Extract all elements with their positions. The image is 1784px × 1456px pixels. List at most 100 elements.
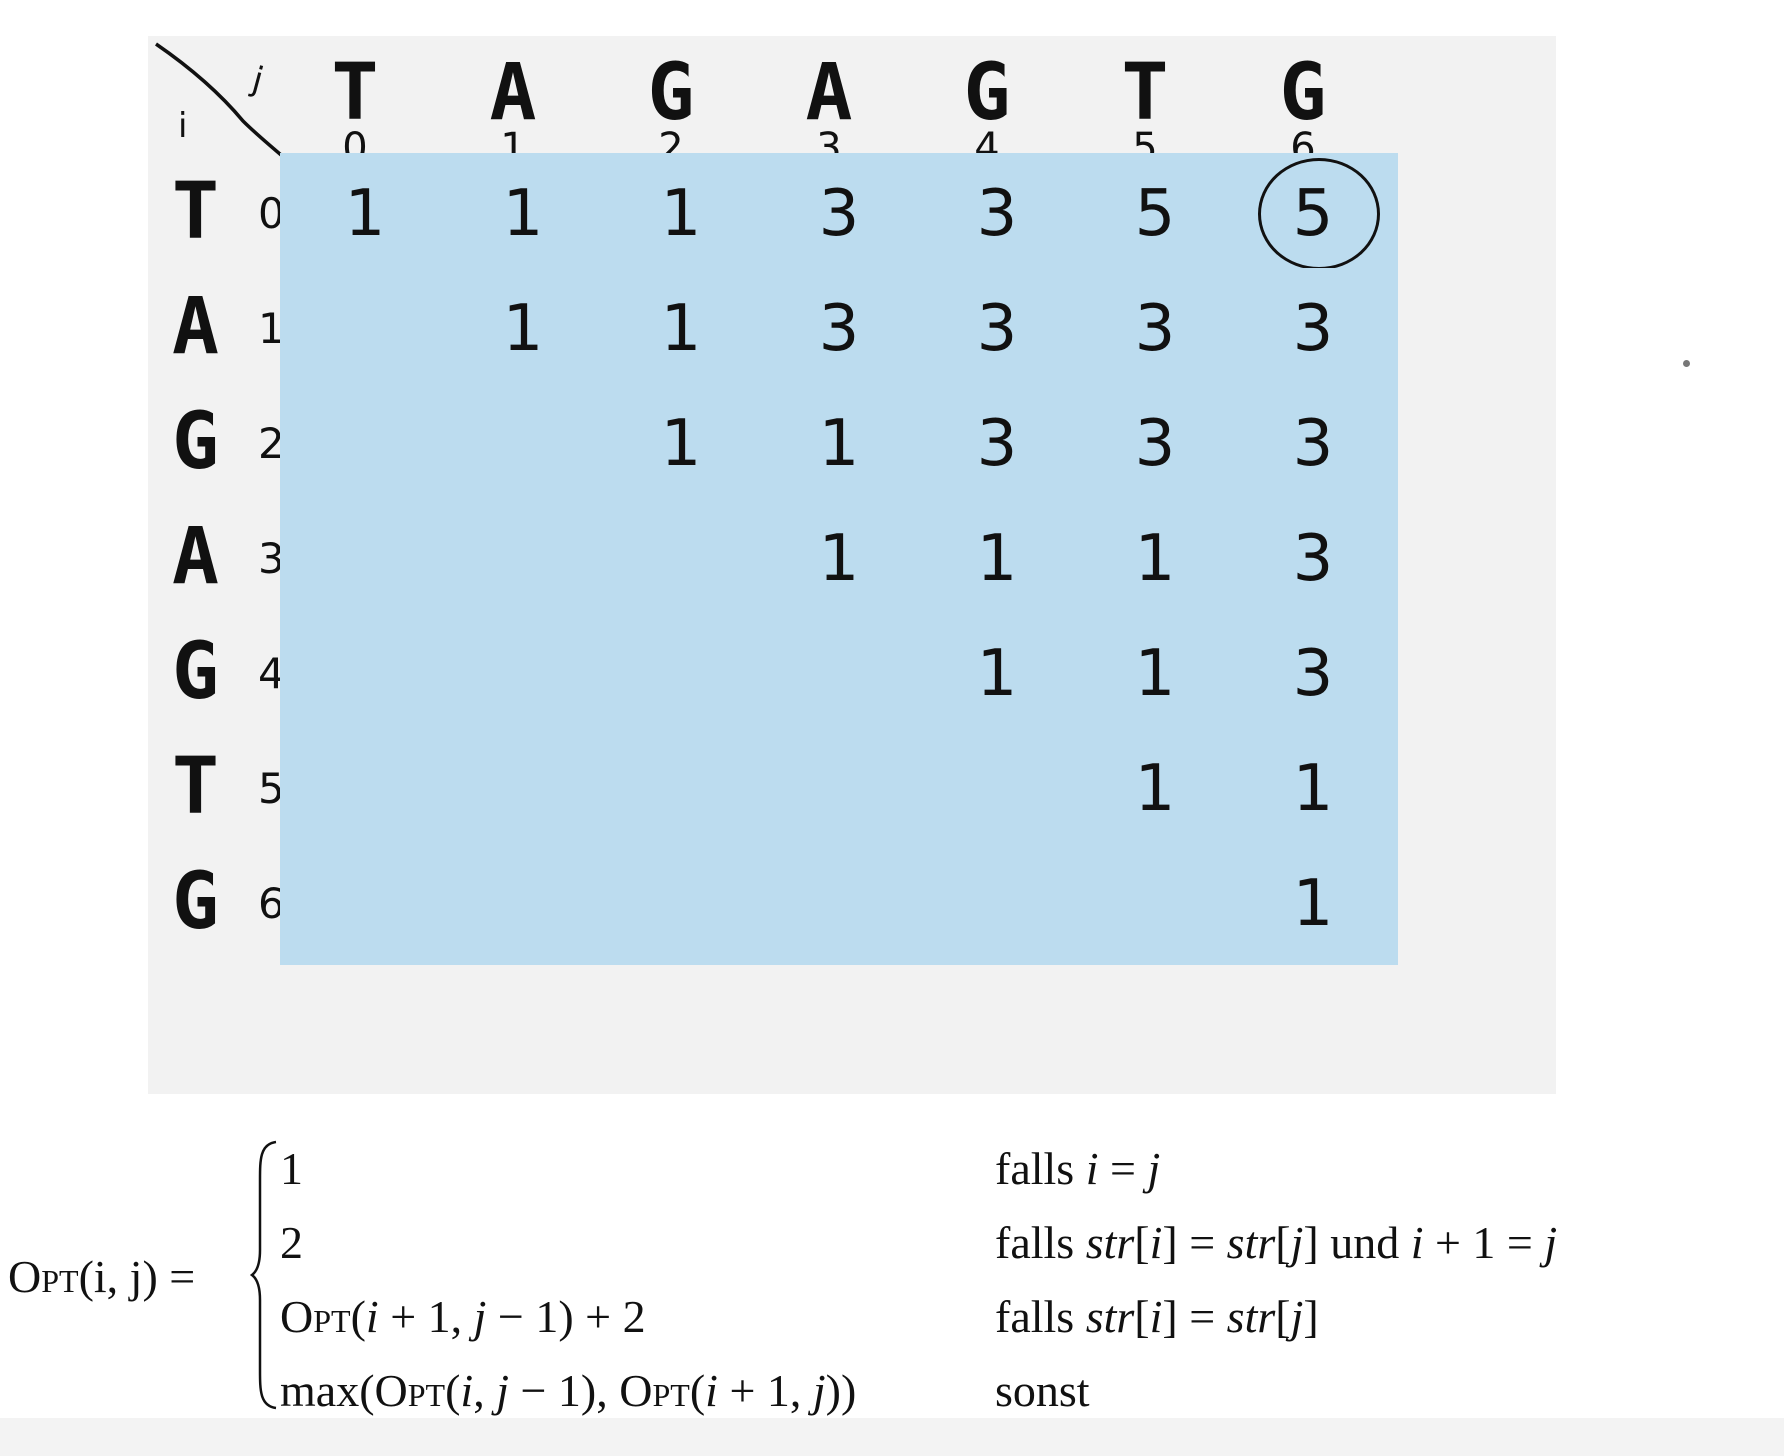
table-cell: 3 — [912, 268, 1082, 390]
table-cell: 1 — [912, 498, 1082, 620]
cell-value: 1 — [1134, 522, 1176, 596]
formula-lhs-args: (i, j) = — [78, 1251, 196, 1302]
row-axis-label: i — [178, 106, 188, 146]
cell-value: 3 — [1292, 407, 1334, 481]
formula-brace — [250, 1140, 277, 1410]
table-cell — [280, 613, 450, 735]
cell-value: 3 — [818, 177, 860, 251]
row-letter: G — [172, 397, 219, 487]
table-cell: 5 — [1228, 153, 1398, 275]
stray-dot — [1683, 360, 1690, 367]
table-cell — [280, 498, 450, 620]
table-cell: 1 — [1228, 728, 1398, 850]
table-cell — [596, 843, 766, 965]
table-cell: 1 — [1070, 728, 1240, 850]
table-cell — [912, 843, 1082, 965]
cell-value: 3 — [1292, 637, 1334, 711]
table-cell: 1 — [1070, 613, 1240, 735]
table-cell: 1 — [596, 268, 766, 390]
cell-value: 1 — [1292, 752, 1334, 826]
cell-value: 1 — [976, 637, 1018, 711]
table-cell: 1 — [1228, 843, 1398, 965]
table-cell: 3 — [912, 153, 1082, 275]
formula-case-value: Opt(i + 1, j − 1) + 2 — [280, 1291, 646, 1342]
cell-value: 1 — [1134, 752, 1176, 826]
table-cell — [280, 843, 450, 965]
table-cell: 5 — [1070, 153, 1240, 275]
column-letter: G — [963, 48, 1011, 138]
table-cell: 1 — [596, 383, 766, 505]
formula-case-condition: sonst — [995, 1365, 1090, 1416]
cell-value: 3 — [1134, 407, 1176, 481]
table-cell — [438, 728, 608, 850]
table-cell: 3 — [1228, 613, 1398, 735]
table-cell: 3 — [1228, 498, 1398, 620]
cell-value: 1 — [818, 407, 860, 481]
cell-value: 1 — [660, 292, 702, 366]
formula-opt-name: Opt — [8, 1251, 79, 1302]
table-cell — [754, 613, 924, 735]
cell-value: 1 — [660, 407, 702, 481]
cell-value: 1 — [344, 177, 386, 251]
table-cell: 1 — [438, 153, 608, 275]
formula-case-condition: falls i = j — [995, 1143, 1161, 1194]
cell-value: 3 — [1292, 292, 1334, 366]
table-cell — [596, 613, 766, 735]
cell-value: 3 — [818, 292, 860, 366]
table-cell: 1 — [1070, 498, 1240, 620]
table-cell: 1 — [912, 613, 1082, 735]
corner-diagonal-line — [155, 42, 302, 173]
cell-value: 3 — [976, 177, 1018, 251]
row-letter: G — [172, 857, 219, 947]
column-letter: A — [489, 48, 537, 138]
table-cell: 3 — [1228, 383, 1398, 505]
formula-case-condition: falls str[i] = str[j] — [995, 1291, 1319, 1342]
table-cell — [754, 728, 924, 850]
table-cell: 3 — [754, 268, 924, 390]
column-letter: T — [1121, 48, 1169, 138]
cell-value: 3 — [976, 407, 1018, 481]
row-letter: G — [172, 627, 219, 717]
table-cell: 3 — [1228, 268, 1398, 390]
formula-case-value: 2 — [280, 1217, 303, 1268]
row-letter: A — [172, 512, 219, 602]
column-letter: T — [331, 48, 379, 138]
column-letter: G — [1279, 48, 1327, 138]
cell-value: 1 — [502, 177, 544, 251]
cell-value: 3 — [976, 292, 1018, 366]
table-corner-header: i j — [148, 36, 302, 173]
bottom-strip — [0, 1418, 1784, 1456]
formula-case-condition: falls str[i] = str[j] und i + 1 = j — [995, 1217, 1558, 1268]
table-cell — [280, 728, 450, 850]
cell-value: 1 — [1134, 637, 1176, 711]
table-cell: 3 — [1070, 383, 1240, 505]
column-letter: A — [805, 48, 853, 138]
row-letter: A — [172, 282, 219, 372]
cell-value: 1 — [502, 292, 544, 366]
cell-value: 3 — [1134, 292, 1176, 366]
column-letter: G — [647, 48, 695, 138]
table-cell — [438, 613, 608, 735]
cell-value: 3 — [1292, 522, 1334, 596]
result-circle-mark — [1258, 158, 1380, 270]
row-letter: T — [172, 742, 219, 832]
table-cell — [280, 268, 450, 390]
table-cell — [438, 498, 608, 620]
table-cell — [280, 383, 450, 505]
table-cell: 1 — [596, 153, 766, 275]
cell-value: 1 — [660, 177, 702, 251]
cell-value: 1 — [976, 522, 1018, 596]
table-cell — [754, 843, 924, 965]
table-cell — [912, 728, 1082, 850]
